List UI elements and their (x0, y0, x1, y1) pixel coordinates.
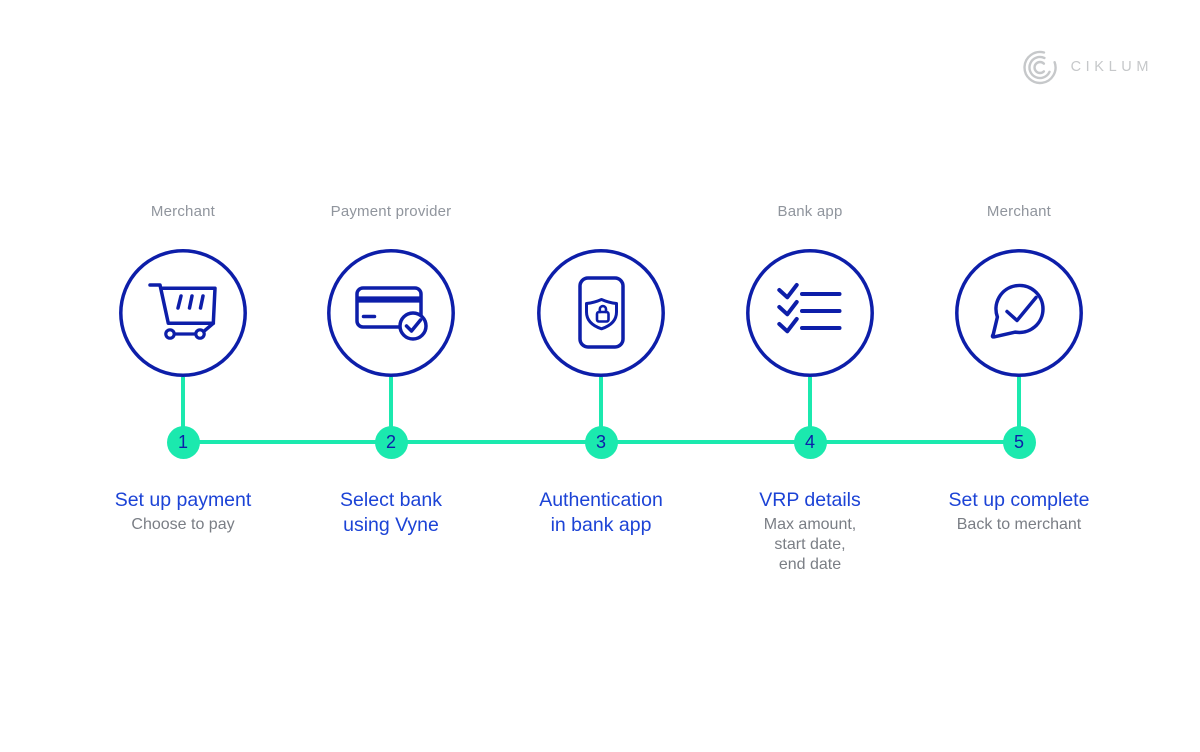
step-1-column: Merchant 1 Set up payment Choose to pay (78, 0, 288, 752)
step-title: Set up complete (948, 489, 1090, 511)
step-icon-circle (119, 249, 247, 377)
step-icon-circle (327, 249, 455, 377)
checklist-icon (746, 249, 874, 377)
step-title: Authentication in bank app (539, 489, 663, 536)
ciklum-arcs-icon (1022, 50, 1057, 85)
step-caption: Set up payment Choose to pay (78, 488, 288, 535)
connector-stub (181, 377, 185, 442)
connector-stub (1017, 377, 1021, 442)
step-number-badge: 4 (793, 426, 827, 459)
step-number: 4 (804, 432, 815, 452)
step-title: Select bank using Vyne (340, 489, 442, 536)
step-number-badge: 5 (1002, 426, 1036, 459)
step-subtitle: Choose to pay (131, 516, 235, 533)
actor-label: Merchant (150, 203, 216, 220)
step-number: 3 (595, 432, 606, 452)
speech-bubble-check-icon (955, 249, 1083, 377)
connector-stub (389, 377, 393, 442)
step-caption: Set up complete Back to merchant (914, 488, 1124, 535)
actor-label: Bank app (777, 203, 843, 220)
shopping-cart-icon (119, 249, 247, 377)
step-caption: Select bank using Vyne (286, 488, 496, 540)
connector-stub (599, 377, 603, 442)
step-number: 1 (177, 432, 188, 452)
step-5-column: Merchant 5 Set up complete Back to merch… (914, 0, 1124, 752)
step-number-badge: 2 (374, 426, 408, 459)
phone-shield-lock-icon (537, 249, 665, 377)
step-icon-circle (537, 249, 665, 377)
step-number: 2 (385, 432, 396, 452)
step-number-badge: 3 (584, 426, 618, 459)
actor-label: Payment provider (330, 203, 452, 220)
step-2-column: Payment provider 2 Select bank using Vyn… (286, 0, 496, 752)
credit-card-check-icon (327, 249, 455, 377)
step-title: Set up payment (114, 489, 252, 511)
ciklum-logo: CIKLUM (1022, 49, 1153, 85)
connector-stub (808, 377, 812, 442)
step-number: 5 (1013, 432, 1024, 452)
step-subtitle: Back to merchant (956, 516, 1082, 533)
ciklum-wordmark: CIKLUM (1070, 59, 1153, 75)
step-caption: VRP details Max amount, start date, end … (705, 488, 915, 575)
step-number-badge: 1 (166, 426, 200, 459)
step-subtitle: Max amount, start date, end date (763, 516, 857, 573)
step-caption: Authentication in bank app (496, 488, 706, 540)
step-4-column: Bank app 4 VRP details Max amount, start… (705, 0, 915, 752)
step-title: VRP details (759, 489, 861, 511)
step-icon-circle (955, 249, 1083, 377)
actor-label: Merchant (986, 203, 1052, 220)
step-3-column: 3 Authentication in bank app (496, 0, 706, 752)
step-icon-circle (746, 249, 874, 377)
